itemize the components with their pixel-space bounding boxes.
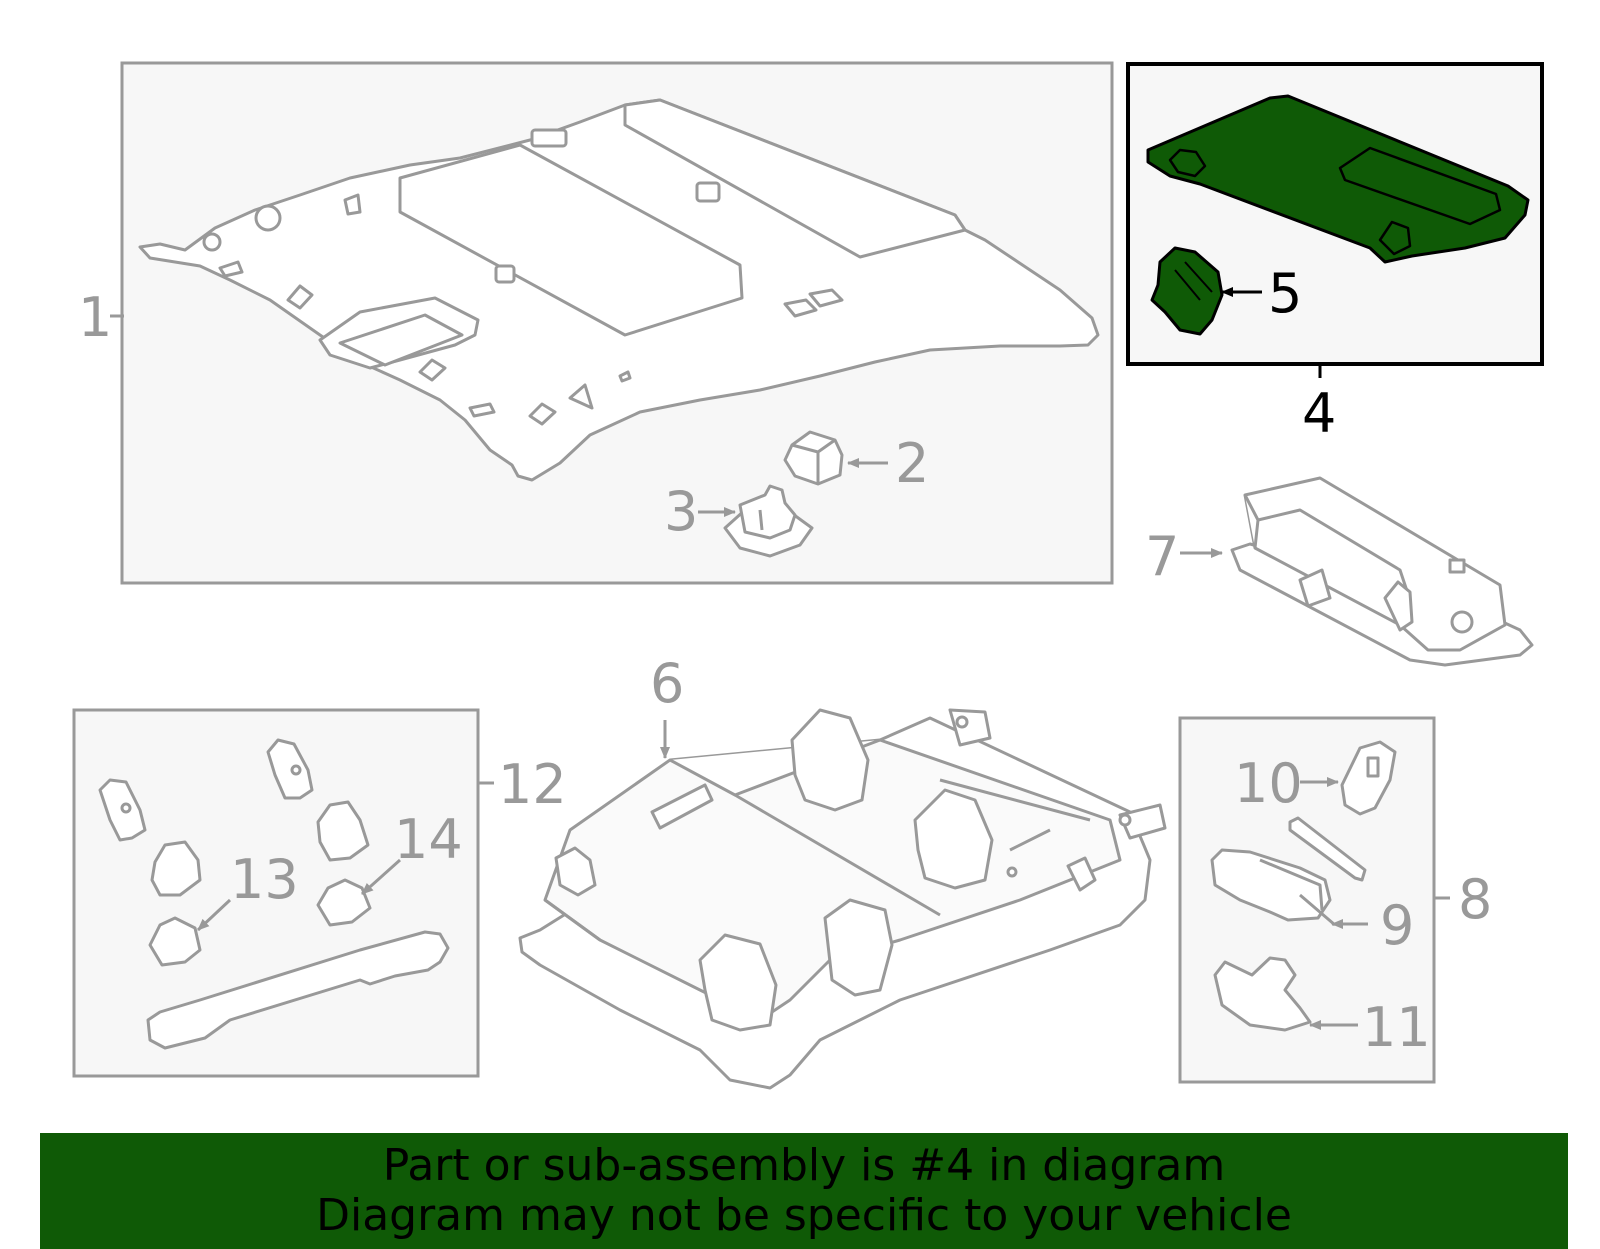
visor-clip-part-5[interactable]: [1150, 246, 1224, 336]
leader-14: [360, 858, 402, 896]
callout-12: 12: [498, 753, 567, 816]
callout-4: 4: [1302, 382, 1336, 445]
callout-7: 7: [1145, 525, 1179, 588]
callout-3: 3: [664, 480, 698, 543]
callout-1: 1: [78, 286, 112, 349]
handle-cap-parts[interactable]: [98, 738, 314, 842]
bracket-part-3[interactable]: [723, 484, 814, 558]
clip-part-2[interactable]: [783, 430, 844, 486]
lamp-housing-part-9[interactable]: [1210, 848, 1336, 927]
callout-8: 8: [1458, 868, 1492, 931]
sun-visor-part[interactable]: [1146, 94, 1530, 264]
headliner-part[interactable]: [138, 98, 1100, 482]
callout-2: 2: [895, 432, 929, 495]
callout-9: 9: [1380, 894, 1414, 957]
console-part-6[interactable]: [518, 708, 1167, 1090]
callout-14: 14: [394, 808, 463, 871]
callout-10: 10: [1234, 752, 1303, 815]
banner-line-1: Part or sub-assembly is #4 in diagram: [382, 1140, 1226, 1191]
lamp-bracket-part-11[interactable]: [1213, 956, 1312, 1032]
bulb-part-10[interactable]: [1340, 740, 1397, 816]
map-lamp-part-7[interactable]: [1230, 476, 1534, 667]
callout-13: 13: [230, 848, 299, 911]
callout-5: 5: [1268, 262, 1302, 325]
banner-line-2: Diagram may not be specific to your vehi…: [316, 1190, 1292, 1241]
info-banner: Part or sub-assembly is #4 in diagram Di…: [40, 1133, 1568, 1249]
grab-handle-part[interactable]: [146, 930, 450, 1050]
callout-6: 6: [650, 652, 684, 715]
leader-13: [196, 898, 232, 932]
callout-11: 11: [1362, 996, 1431, 1059]
grab-handle-group-box: [72, 708, 494, 1078]
lens-strip-part[interactable]: [1288, 816, 1367, 882]
clip-parts-13-14[interactable]: [148, 800, 372, 967]
